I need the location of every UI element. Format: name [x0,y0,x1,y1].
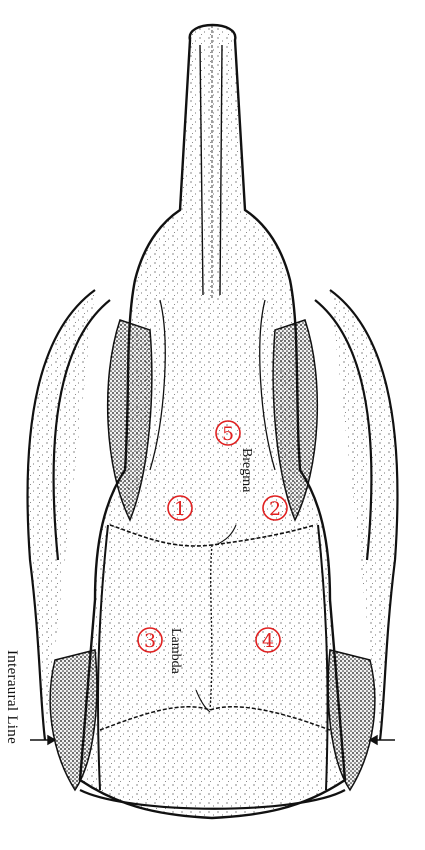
site-marker-5-text: 5 [222,423,234,445]
lambda-label: Lambda [168,628,183,675]
site-marker-2-text: 2 [269,498,281,520]
bregma-label: Bregma [239,448,254,493]
interaural-line-label: Interaural Line [4,650,20,744]
site-marker-1-text: 1 [174,498,186,520]
site-marker-4-text: 4 [262,630,274,652]
site-marker-3-text: 3 [144,630,156,652]
